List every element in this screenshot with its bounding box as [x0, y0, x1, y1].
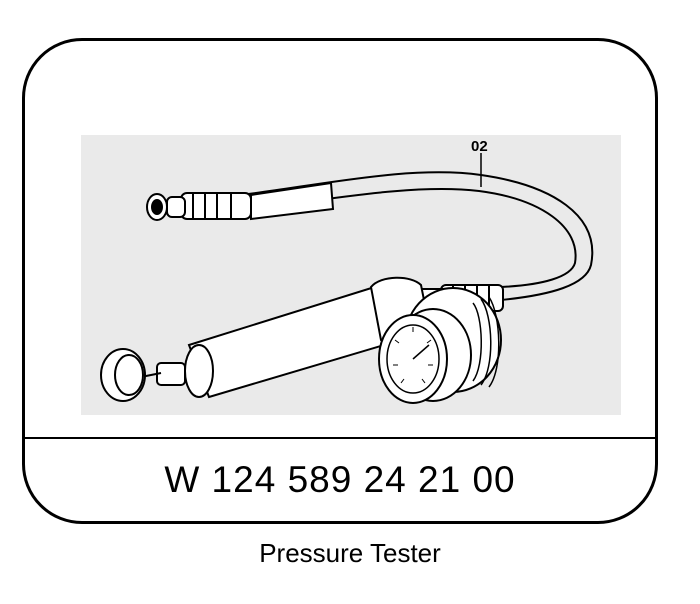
callout-label: 02: [471, 138, 488, 155]
hose-sleeve: [250, 181, 335, 221]
caption: Pressure Tester: [259, 538, 441, 568]
hose-coupling: [146, 192, 252, 221]
part-number: W 124 589 24 21 00: [164, 459, 516, 500]
card-divider: [25, 437, 655, 439]
pump-handle: [100, 348, 186, 402]
tool-card: 02 W 124 589 24 21 00: [22, 38, 658, 524]
pressure-tester-illustration: 02: [81, 135, 621, 415]
pressure-gauge: [378, 287, 502, 404]
hose: [240, 153, 594, 301]
